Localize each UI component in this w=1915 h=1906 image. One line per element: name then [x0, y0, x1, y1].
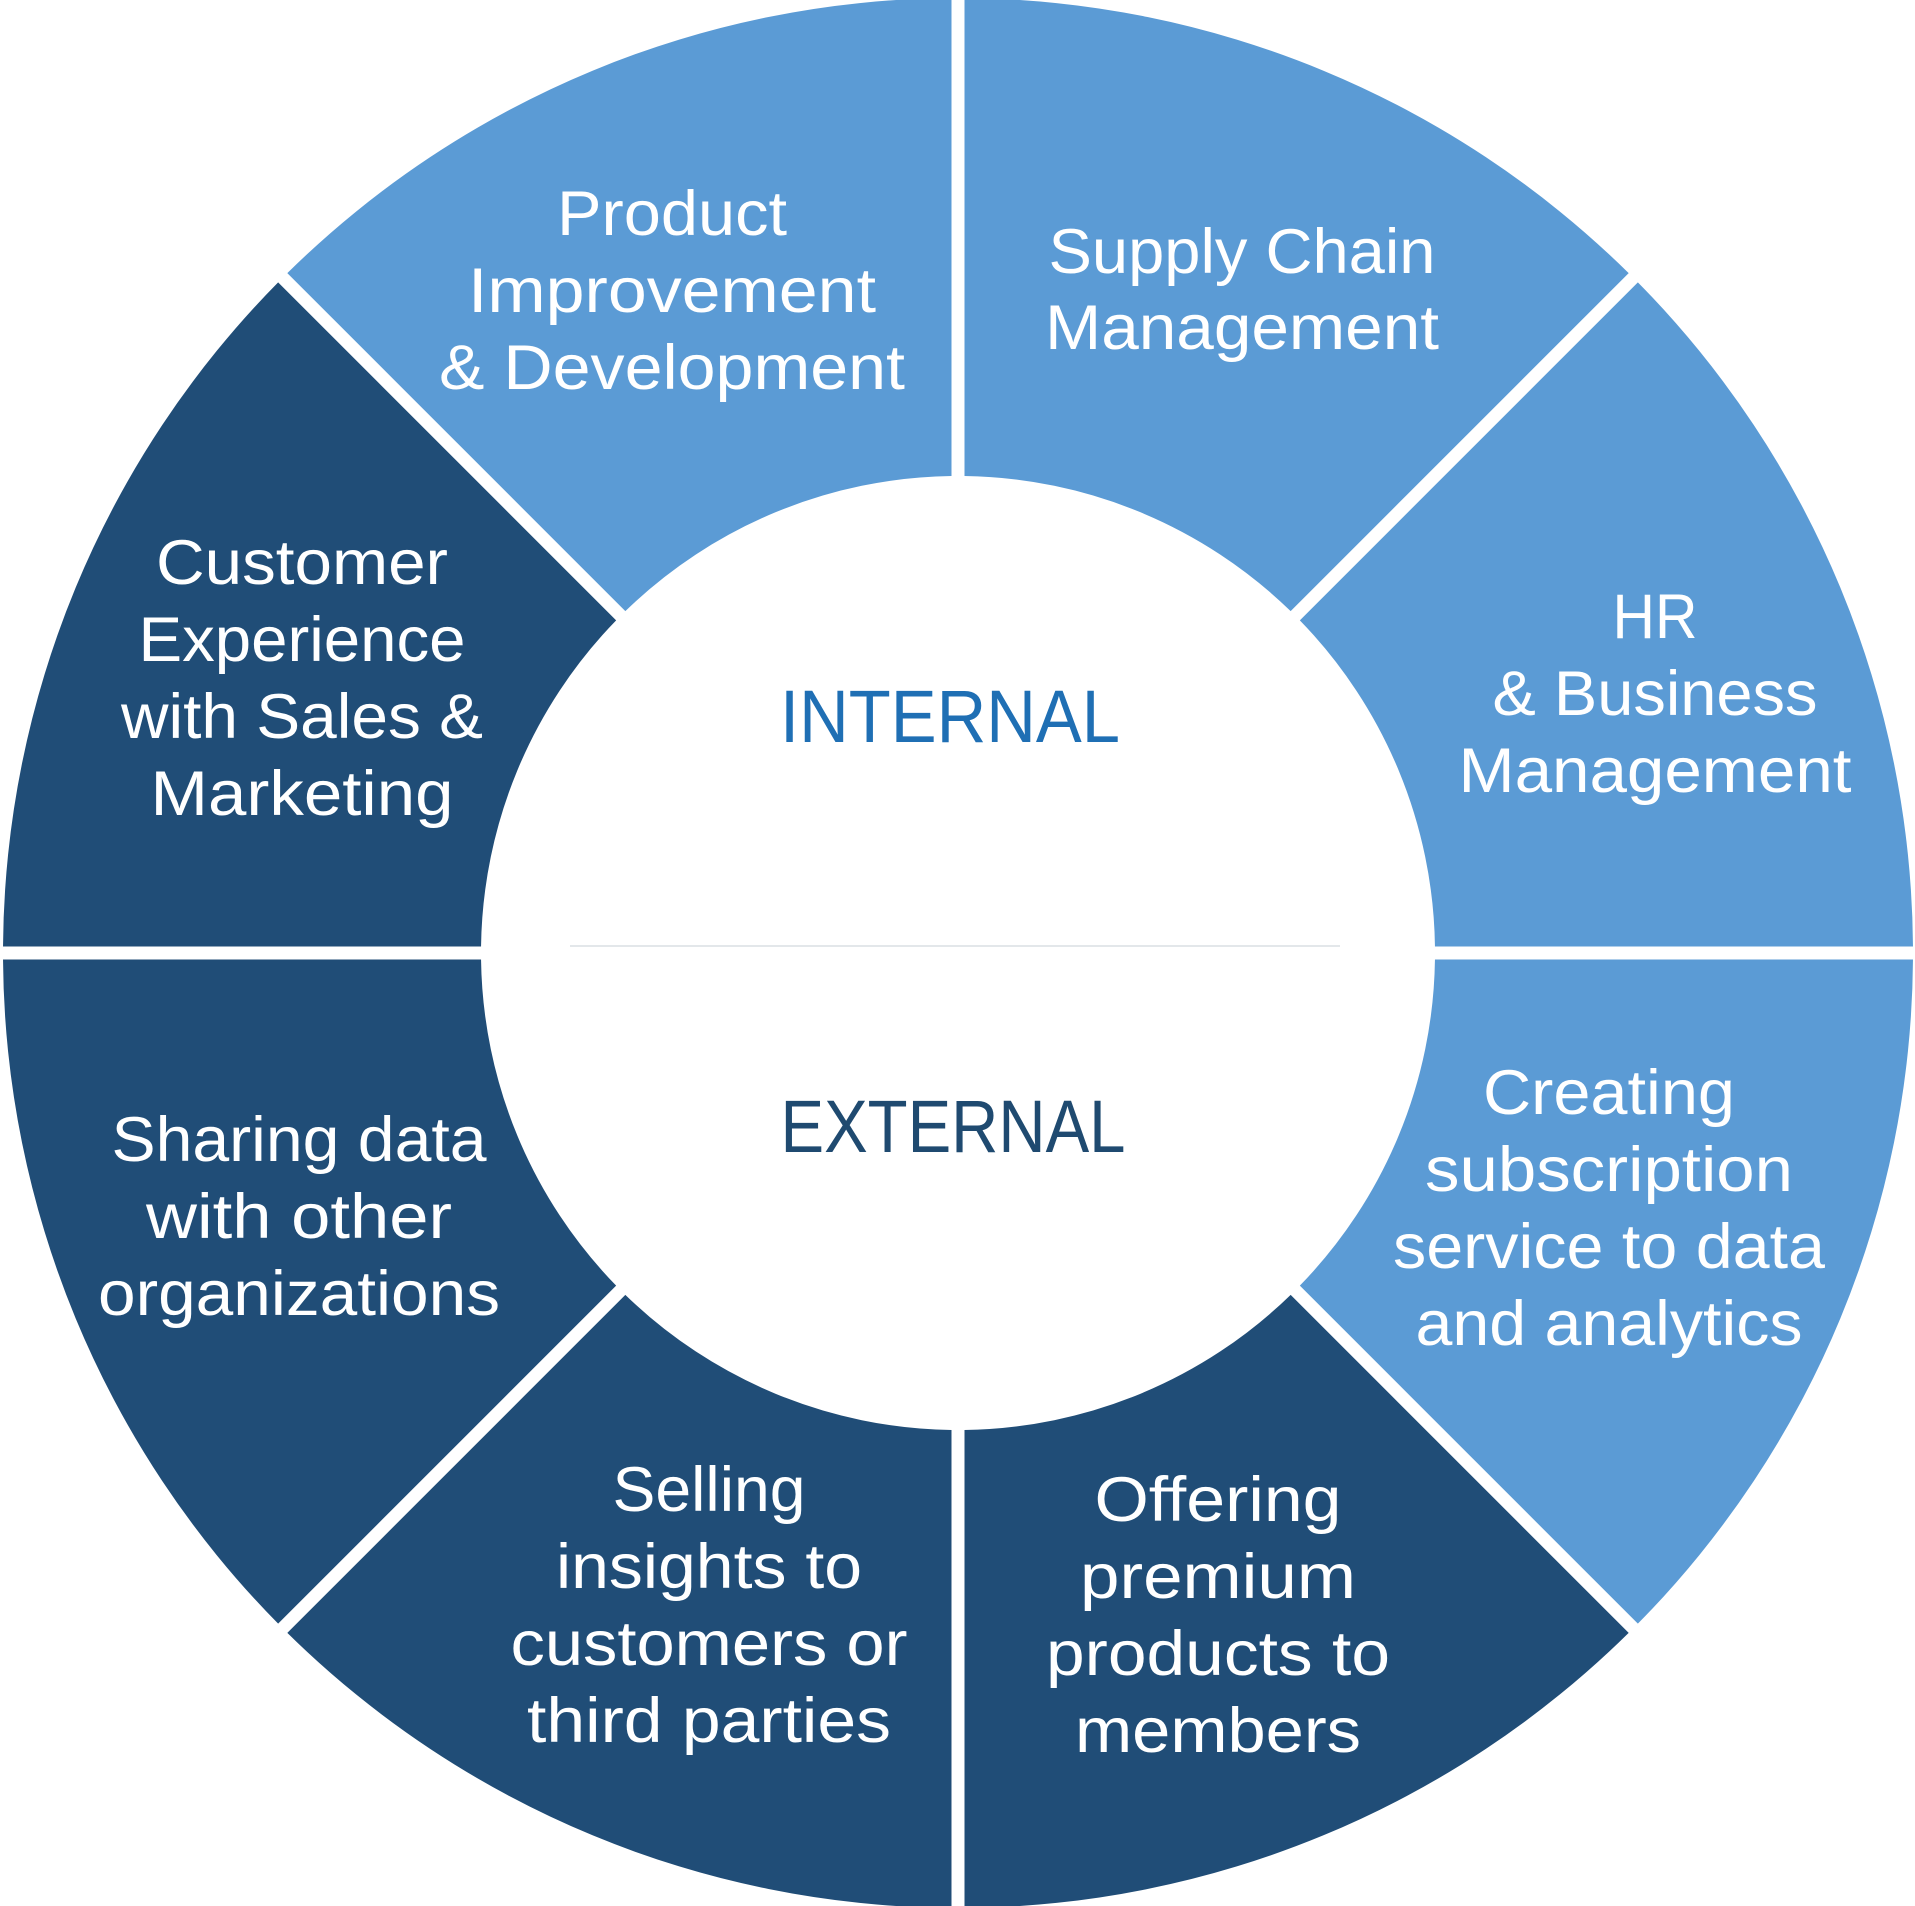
segment-label-line: insights to	[556, 1532, 862, 1602]
segment-label-line: HR	[1613, 582, 1698, 652]
segment-label-line: Selling	[613, 1455, 806, 1525]
segment-label-line: Experience	[139, 605, 466, 675]
segment-offering	[287, 1294, 952, 1906]
segment-label-line: subscription	[1425, 1135, 1793, 1205]
segment-label-line: premium	[1080, 1542, 1356, 1612]
segment-label-line: members	[1075, 1696, 1361, 1766]
segment-label-line: third parties	[527, 1686, 891, 1756]
segment-creating	[964, 1294, 1629, 1906]
segment-label-line: Customer	[156, 528, 448, 598]
segment-supply	[1299, 282, 1913, 947]
segment-label-line: and analytics	[1416, 1289, 1803, 1359]
segment-label-line: Marketing	[151, 759, 454, 829]
segment-label-line: products to	[1046, 1619, 1390, 1689]
segment-label-line: customers or	[511, 1609, 908, 1679]
segment-label-line: Creating	[1483, 1058, 1735, 1128]
segment-label-line: with other	[145, 1182, 452, 1252]
segment-label-line: & Business	[1493, 659, 1818, 729]
segment-selling	[3, 959, 617, 1624]
segment-customer	[287, 0, 952, 612]
segment-sharing	[3, 282, 617, 947]
wheel-segments	[3, 0, 1913, 1906]
segment-label-line: & Development	[439, 333, 906, 403]
segment-hr	[1299, 959, 1913, 1624]
segment-label-line: Improvement	[468, 256, 877, 326]
segment-label-line: Supply Chain	[1049, 217, 1436, 287]
segment-product	[964, 0, 1629, 612]
segment-label-line: organizations	[98, 1259, 500, 1329]
segment-label-line: Management	[1459, 736, 1853, 806]
segment-label-line: Product	[557, 179, 788, 249]
segment-label-line: Management	[1045, 293, 1440, 363]
segment-label-line: service to data	[1393, 1212, 1826, 1282]
segment-label-line: Sharing data	[112, 1105, 488, 1175]
segment-label-line: with Sales &	[120, 682, 483, 752]
external-label: EXTERNAL	[781, 1085, 1126, 1168]
internal-label: INTERNAL	[780, 675, 1120, 758]
segment-label-line: Offering	[1095, 1465, 1342, 1535]
